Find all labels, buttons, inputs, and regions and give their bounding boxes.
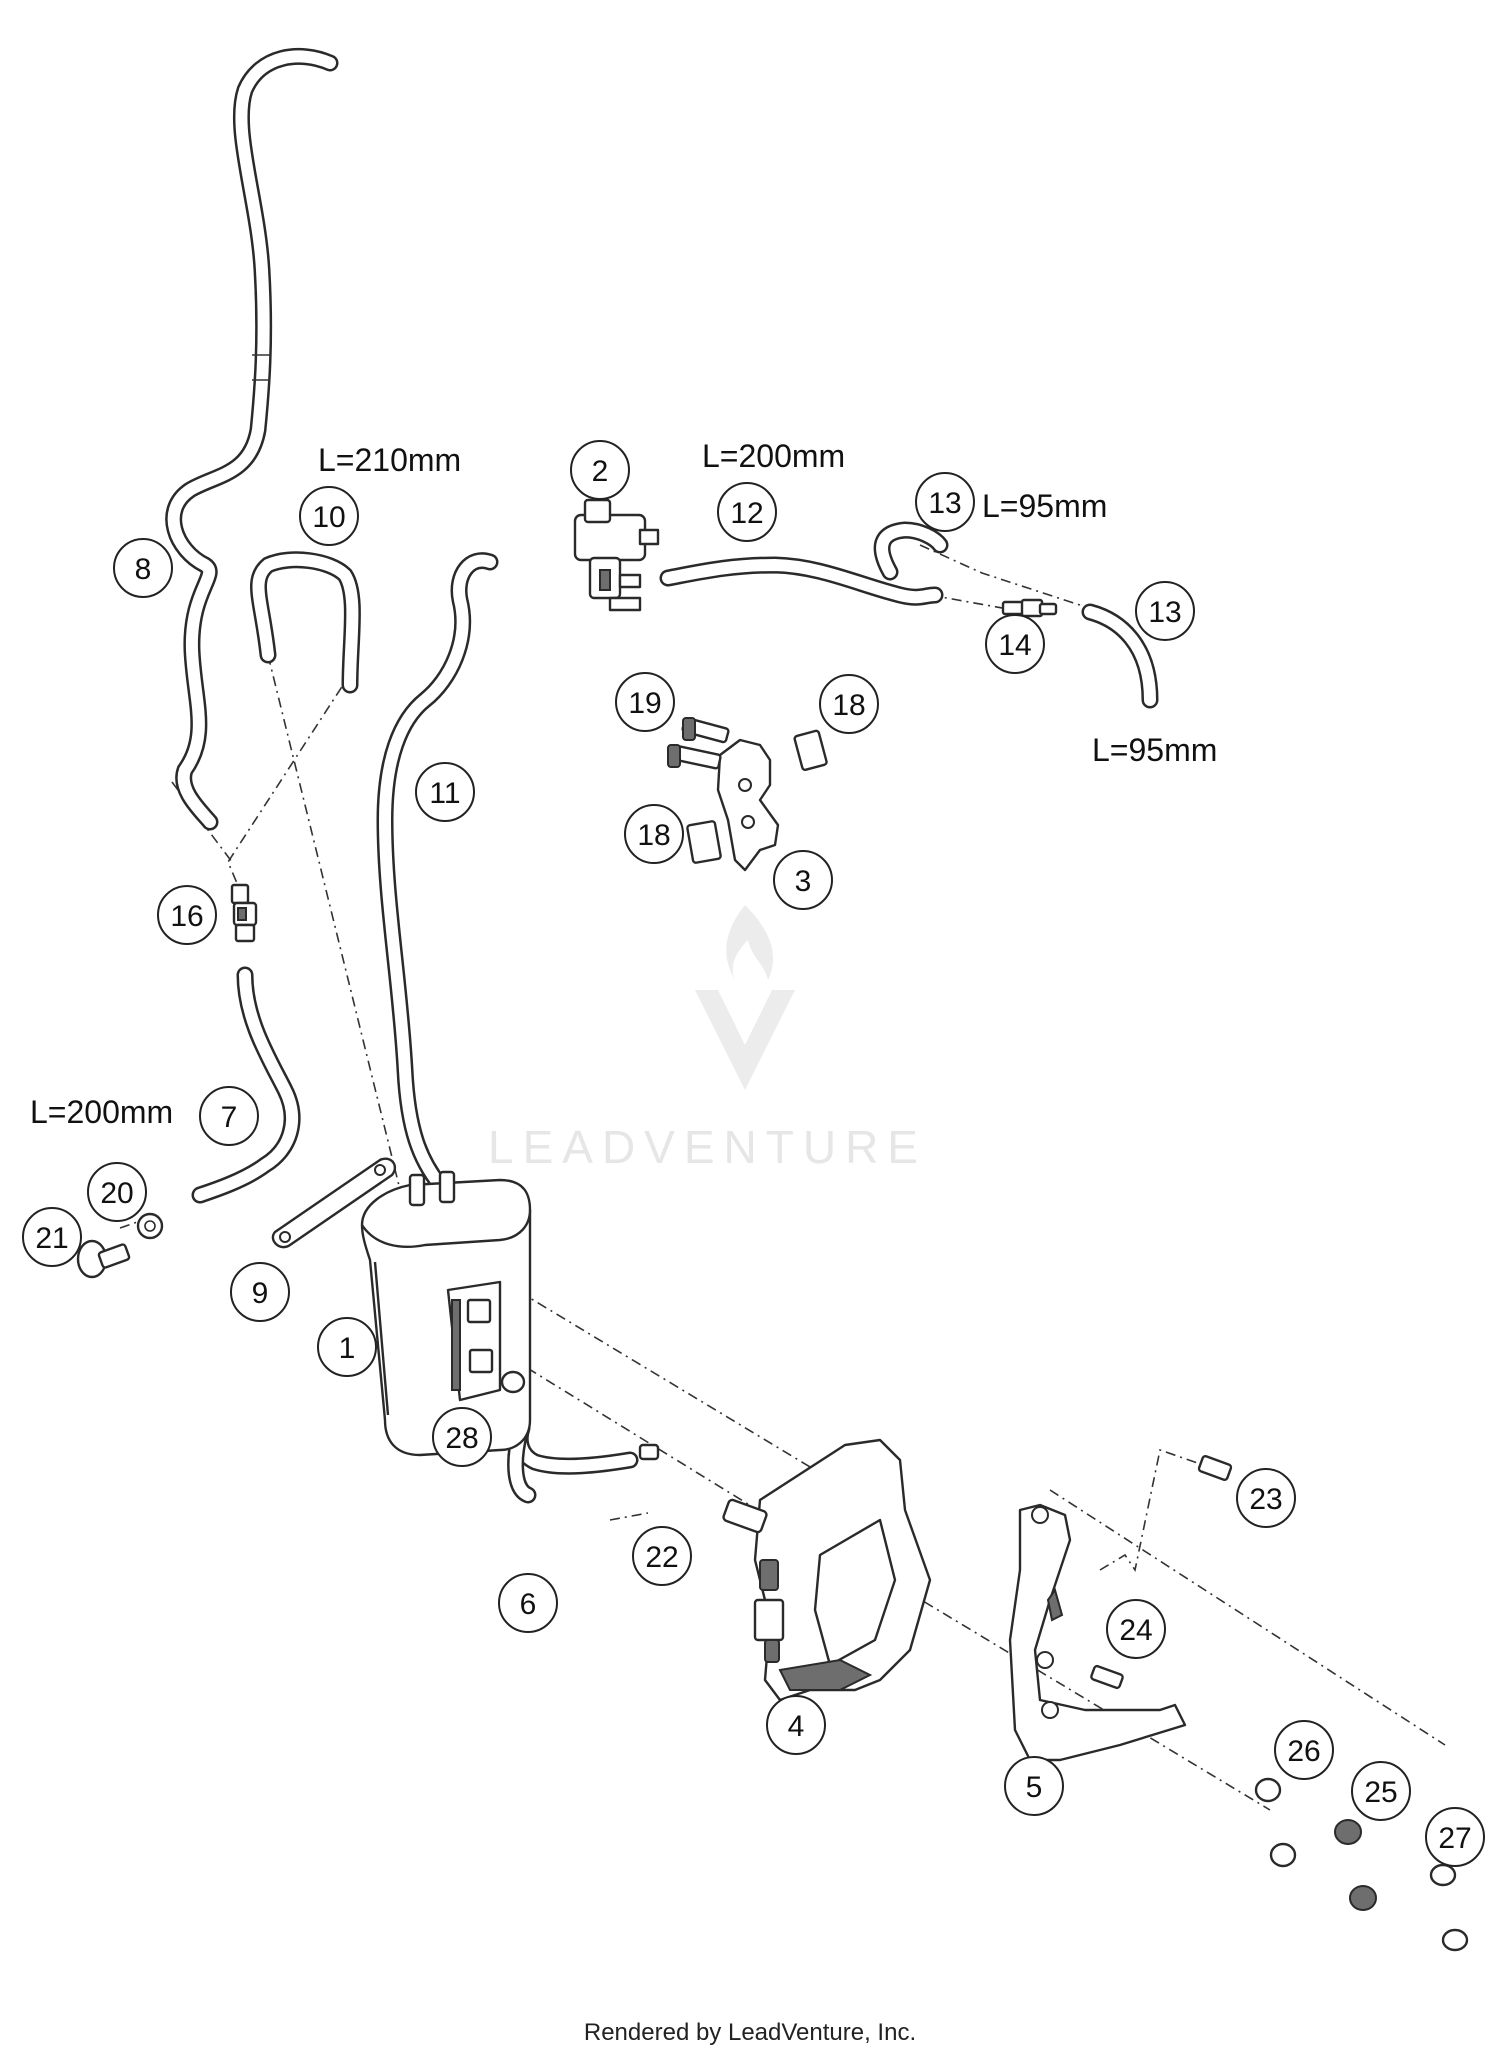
hose-11 (376, 552, 499, 1194)
hose-12 (659, 556, 944, 606)
length-label-hose-10: L=210mm (318, 442, 461, 478)
callout-25: 25 (1351, 1761, 1411, 1821)
svg-text:14: 14 (998, 629, 1031, 662)
callout-16: 16 (157, 885, 217, 945)
callout-21: 21 (22, 1207, 82, 1267)
valve-part-2 (573, 498, 660, 612)
connector-16 (230, 883, 258, 943)
callout-18-left: 18 (624, 804, 684, 864)
callout-24: 24 (1106, 1599, 1166, 1659)
svg-text:18: 18 (832, 689, 865, 722)
bolt-part-23 (1197, 1454, 1233, 1482)
callout-7: 7 (199, 1086, 259, 1146)
hose-10 (250, 551, 361, 694)
grommet-part-28 (500, 1370, 526, 1394)
svg-text:24: 24 (1119, 1614, 1152, 1647)
clamp-part-22 (638, 1443, 660, 1461)
svg-text:16: 16 (170, 900, 203, 933)
bolt-part-24 (1090, 1664, 1124, 1690)
callout-23: 23 (1236, 1468, 1296, 1528)
footer-credit: Rendered by LeadVenture, Inc. (584, 2019, 916, 2046)
canister-part-1 (360, 1170, 532, 1457)
svg-text:19: 19 (628, 687, 661, 720)
svg-text:27: 27 (1438, 1822, 1471, 1855)
svg-text:28: 28 (445, 1422, 478, 1455)
leadventure-logo-icon (695, 990, 795, 1090)
svg-text:13: 13 (928, 487, 961, 520)
svg-text:21: 21 (35, 1222, 68, 1255)
mount-part-4 (722, 1438, 932, 1702)
svg-text:22: 22 (645, 1541, 678, 1574)
watermark-brand: LEADVENTURE (488, 1121, 927, 1173)
watermark: LEADVENTURE (488, 905, 927, 1173)
callout-18-right: 18 (819, 674, 879, 734)
svg-text:5: 5 (1026, 1771, 1043, 1804)
svg-text:20: 20 (100, 1177, 133, 1210)
svg-text:23: 23 (1249, 1483, 1282, 1516)
callout-12: 12 (717, 482, 777, 542)
svg-text:9: 9 (252, 1277, 269, 1310)
bolt-part-21 (76, 1239, 131, 1279)
hose-8 (165, 48, 339, 831)
hose-13-top (873, 521, 949, 581)
callout-14: 14 (985, 614, 1045, 674)
callout-13-top: 13 (915, 472, 975, 532)
svg-text:10: 10 (312, 501, 345, 534)
callout-4: 4 (766, 1695, 826, 1755)
clip-part-20 (136, 1212, 164, 1240)
svg-text:3: 3 (795, 865, 812, 898)
flame-icon (726, 905, 774, 980)
svg-text:4: 4 (788, 1710, 805, 1743)
spacer-part-26 (1254, 1777, 1297, 1868)
connector-14 (1001, 598, 1058, 618)
svg-text:11: 11 (429, 777, 460, 810)
svg-text:18: 18 (637, 819, 670, 852)
bolt-part-27 (1429, 1863, 1469, 1952)
bracket-part-5 (1008, 1503, 1187, 1762)
callout-19: 19 (615, 672, 675, 732)
svg-text:7: 7 (221, 1101, 238, 1134)
callout-20: 20 (87, 1162, 147, 1222)
callout-13-bottom: 13 (1135, 581, 1195, 641)
hose-13-bottom (1081, 603, 1159, 709)
nut-part-25 (1334, 1819, 1377, 1911)
callout-2: 2 (570, 440, 630, 500)
svg-text:13: 13 (1148, 596, 1181, 629)
hose-6 (507, 1419, 639, 1504)
length-label-hose-7: L=200mm (30, 1094, 173, 1130)
callout-1: 1 (317, 1317, 377, 1377)
callout-3: 3 (773, 850, 833, 910)
callout-9: 9 (230, 1262, 290, 1322)
callout-10: 10 (299, 486, 359, 546)
strap-part-9 (271, 1157, 397, 1249)
callout-26: 26 (1274, 1720, 1334, 1780)
hose-7 (191, 966, 301, 1204)
callout-11: 11 (415, 762, 475, 822)
callout-5: 5 (1004, 1756, 1064, 1816)
length-label-hose-12: L=200mm (702, 438, 845, 474)
callout-22: 22 (632, 1526, 692, 1586)
svg-text:1: 1 (339, 1332, 356, 1365)
length-label-hose-13-bottom: L=95mm (1092, 732, 1217, 768)
callout-28: 28 (432, 1407, 492, 1467)
callout-6: 6 (498, 1573, 558, 1633)
bracket-part-3 (667, 717, 828, 872)
svg-text:6: 6 (520, 1588, 537, 1621)
length-label-hose-13-top: L=95mm (982, 488, 1107, 524)
svg-text:26: 26 (1287, 1735, 1320, 1768)
svg-text:2: 2 (592, 455, 609, 488)
svg-text:12: 12 (730, 497, 763, 530)
svg-text:25: 25 (1364, 1776, 1397, 1809)
callout-8: 8 (113, 538, 173, 598)
svg-text:8: 8 (135, 553, 152, 586)
callout-27: 27 (1425, 1807, 1485, 1867)
